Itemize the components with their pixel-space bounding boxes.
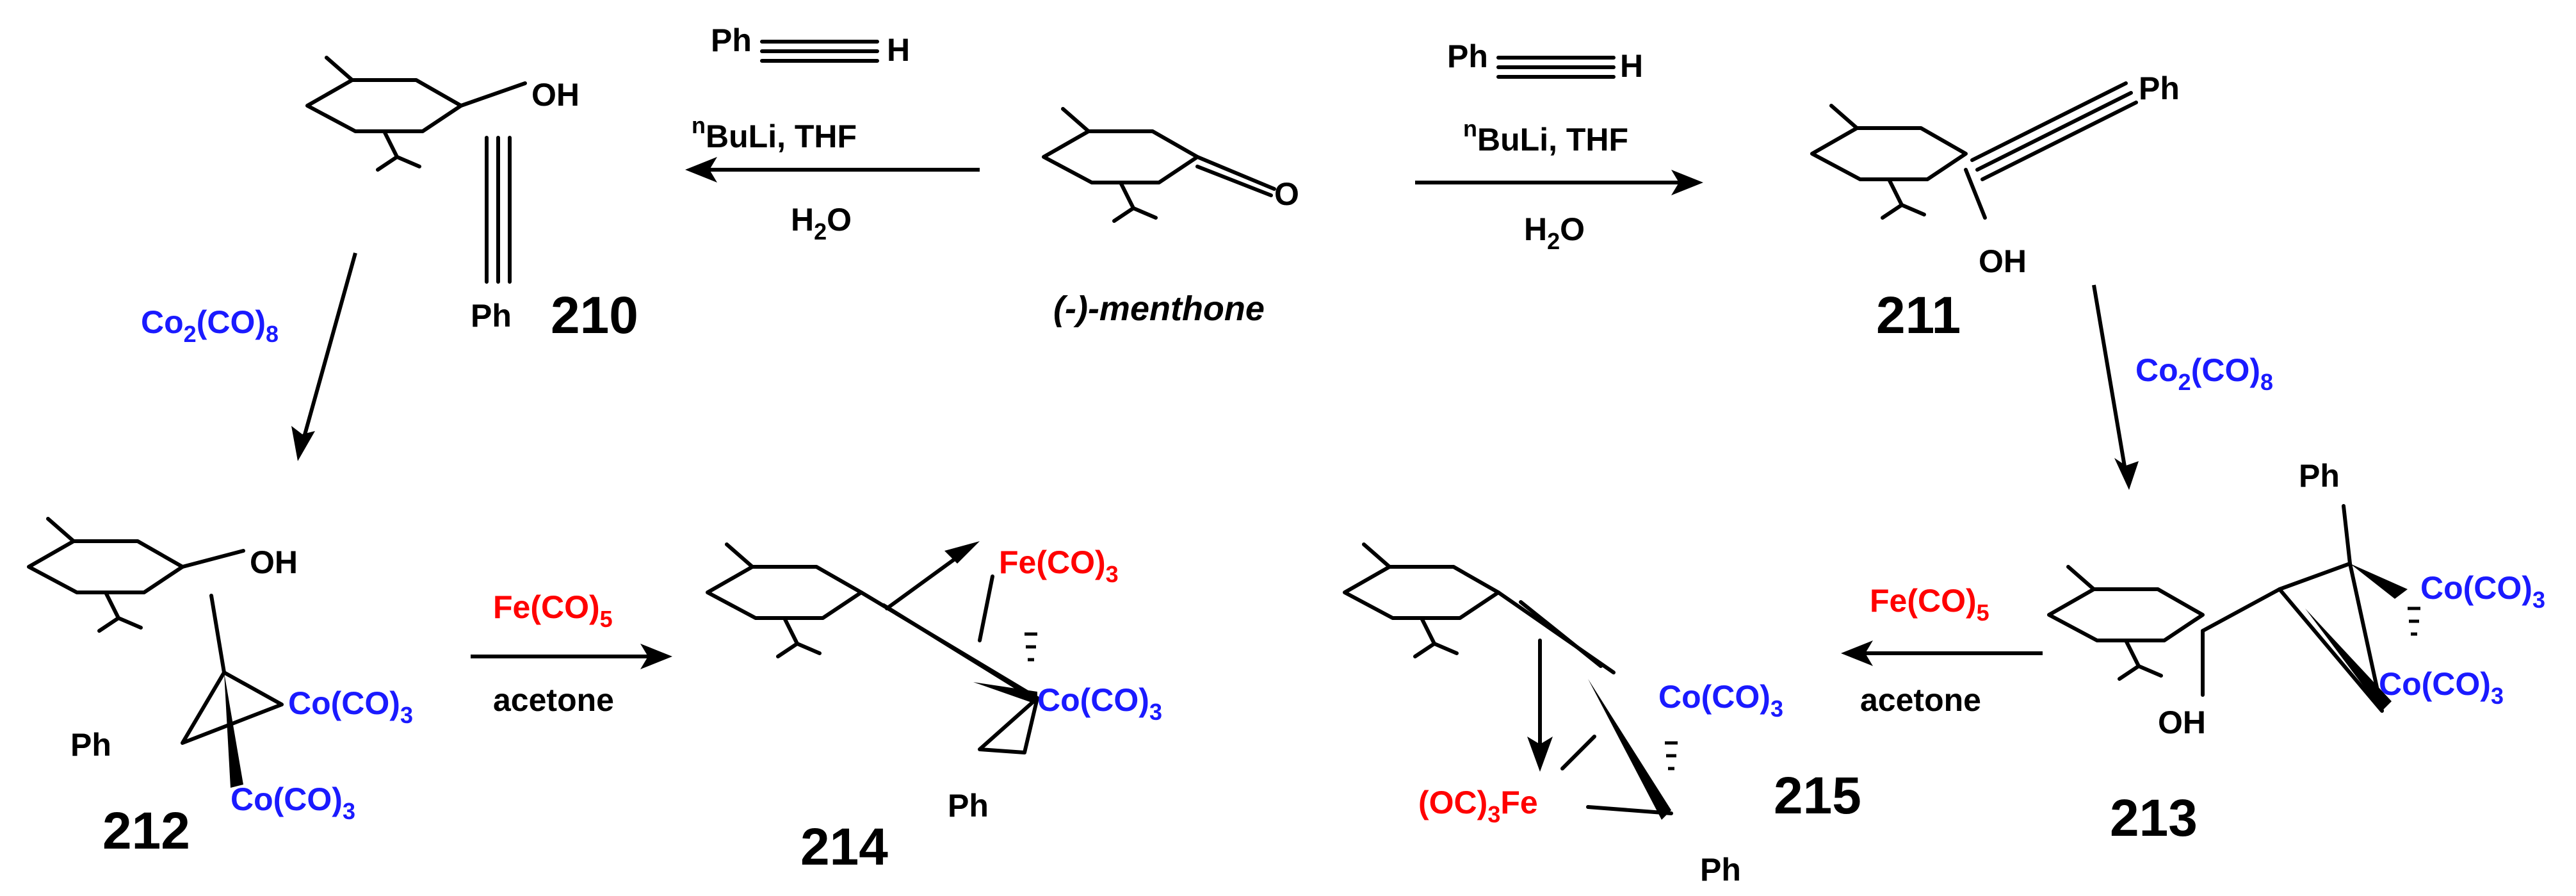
phenyl-label: Ph	[70, 727, 111, 763]
alkyne-ph-label: Ph	[1447, 38, 1488, 74]
menthone-label: (-)-menthone	[1053, 289, 1265, 328]
arrow-213-to-215: Fe(CO)5 acetone	[1841, 583, 2043, 718]
cobalt-tricarbonyl-label: Co(CO)3	[1037, 682, 1162, 725]
compound-number-214: 214	[800, 818, 888, 876]
water-label: H2O	[1524, 211, 1585, 254]
base-label: nBuLi, THF	[692, 112, 857, 154]
arrow-212-to-214: Fe(CO)5 acetone	[471, 589, 672, 718]
hydroxyl-label: OH	[531, 77, 579, 113]
cobalt-carbonyl-reagent: Co2(CO)8	[141, 304, 279, 347]
acetone-label: acetone	[493, 682, 614, 718]
cobalt-tricarbonyl-label: Co(CO)3	[1658, 679, 1783, 722]
alkyne-h-label: H	[1620, 48, 1643, 84]
alkyne-ph-label: Ph	[711, 22, 752, 58]
alkyne-triple-bond	[1496, 56, 1616, 79]
compound-number-212: 212	[102, 802, 190, 860]
cobalt-tricarbonyl-label: Co(CO)3	[231, 781, 355, 824]
cobalt-tricarbonyl-label: Co(CO)3	[2379, 666, 2504, 709]
phenyl-label: Ph	[471, 298, 512, 334]
compound-number-215: 215	[1774, 767, 1861, 825]
compound-214: Fe(CO)3 Co(CO)3 Ph 214	[708, 541, 1162, 876]
alkyne-h-label: H	[887, 32, 910, 68]
compound-212: OH Ph Co(CO)3 Co(CO)3 212	[29, 519, 413, 860]
hydroxyl-label: OH	[2158, 705, 2206, 740]
iron-tricarbonyl-label: (OC)3Fe	[1418, 785, 1538, 827]
hydroxyl-label: OH	[1979, 243, 2027, 279]
alkyne-bond	[485, 136, 512, 284]
reagents-to-211: Ph H nBuLi, THF H2O	[1415, 38, 1703, 254]
iron-carbonyl-reagent: Fe(CO)5	[493, 589, 613, 632]
arrow-211-to-213: Co2(CO)8	[2092, 284, 2273, 490]
alkyne-triple-bond	[760, 40, 879, 63]
phenyl-label: Ph	[2299, 458, 2340, 494]
menthone-oxygen: O	[1274, 176, 1299, 212]
base-label: nBuLi, THF	[1463, 115, 1628, 158]
compound-210: OH Ph 210	[307, 58, 638, 345]
dicobalt-tetrahedrane	[2278, 562, 2384, 713]
cobalt-tricarbonyl-label: Co(CO)3	[288, 685, 413, 728]
cobalt-carbonyl-reagent: Co2(CO)8	[2135, 352, 2273, 395]
compound-number-211: 211	[1876, 286, 1961, 345]
phenyl-label: Ph	[2139, 70, 2180, 106]
iron-carbonyl-reagent: Fe(CO)5	[1870, 583, 1989, 626]
hydroxyl-label: OH	[250, 544, 298, 580]
compound-number-210: 210	[551, 286, 638, 345]
compound-213: OH Ph Co(CO)3 Co(CO)3 213	[2049, 458, 2545, 847]
phenyl-label: Ph	[1700, 852, 1741, 888]
phenyl-label: Ph	[948, 788, 989, 824]
compound-number-213: 213	[2110, 789, 2198, 847]
cobalt-ferracycle	[978, 696, 1039, 754]
compound-211: OH Ph 211	[1812, 70, 2180, 345]
acetone-label: acetone	[1860, 682, 1981, 718]
reagents-to-210: Ph H nBuLi, THF H2O	[685, 22, 980, 245]
compound-215: (OC)3Fe Co(CO)3 Ph 215	[1345, 544, 1861, 888]
water-label: H2O	[791, 202, 852, 245]
cobalt-tricarbonyl-label: Co(CO)3	[2420, 570, 2545, 613]
menthone-structure: O (-)-menthone	[1044, 109, 1299, 328]
arrow-210-to-212: Co2(CO)8	[141, 252, 357, 461]
alkyne-bond	[1970, 81, 2138, 181]
iron-tricarbonyl-label: Fe(CO)3	[999, 544, 1119, 587]
